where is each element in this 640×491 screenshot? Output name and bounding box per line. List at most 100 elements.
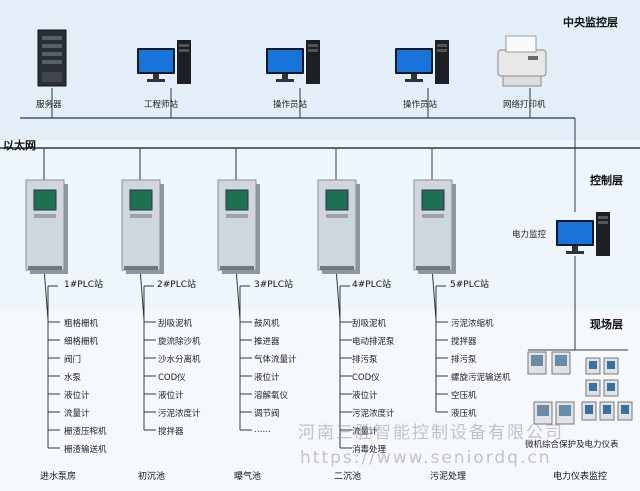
plc4-item: 刮吸泥机: [352, 319, 387, 329]
plc2-item: 旋流除沙机: [158, 337, 201, 347]
plc4-item: 污泥浓度计: [352, 409, 395, 419]
monitor-stand: [153, 74, 159, 79]
meter-display: [589, 361, 597, 369]
ethernet-label: 以太网: [3, 139, 36, 152]
plc2-item: COD仪: [158, 373, 186, 383]
plc4-item: 排污泵: [352, 355, 378, 365]
plc-station-3-label: 3#PLC站: [254, 280, 293, 290]
plc2-item: 污泥浓度计: [158, 409, 201, 419]
plc3-item: 推进器: [254, 337, 280, 347]
field-layer-band: [0, 310, 640, 491]
tower-bay: [308, 49, 318, 52]
meter-display: [589, 383, 597, 391]
cabinet-base: [320, 266, 354, 270]
monitor-screen: [558, 222, 592, 244]
operator-station-1-label: 操作员站: [273, 100, 308, 110]
monitor-base: [405, 79, 423, 82]
server-label: 服务器: [36, 100, 62, 110]
cabinet-panel: [226, 214, 248, 218]
plc2-item: 沙水分离机: [158, 355, 201, 365]
plc1-item: 流量计: [64, 409, 90, 419]
connector-line: [43, 267, 49, 321]
plc-station-1-label: 1#PLC站: [64, 280, 103, 290]
area-label-secondary-clarifier: 二沉池: [334, 472, 362, 482]
watermark-url: https://www.seniordq.cn: [300, 448, 552, 468]
meter-display: [607, 361, 615, 369]
meter-display: [607, 383, 615, 391]
meters-caption: 微机综合保护及电力仪表: [525, 440, 619, 450]
cabinet-panel: [326, 214, 348, 218]
plc4-item: 流量计: [352, 427, 378, 437]
connection-lines: [0, 88, 640, 449]
plc4-item: 消毒处理: [352, 445, 387, 455]
printer-icon: [497, 49, 547, 77]
power-monitor-label: 电力监控: [512, 230, 547, 240]
cabinet-screen: [325, 189, 349, 211]
connector-line: [335, 267, 341, 321]
cabinet-base: [124, 266, 158, 270]
printer-paper: [505, 35, 537, 53]
layer-title-central: 中央监控层: [563, 16, 618, 29]
plc2-item: 液位计: [158, 391, 184, 401]
plc5-item: 空压机: [451, 391, 477, 401]
tower-bay: [437, 44, 447, 47]
operator-station-2-label: 操作员站: [403, 100, 438, 110]
plc1-item: 栅渣输送机: [64, 445, 107, 455]
plc-station-5-label: 5#PLC站: [450, 280, 489, 290]
tower-bay: [179, 49, 189, 52]
area-label-sludge-treatment: 污泥处理: [430, 472, 467, 482]
plc5-item: 排污泵: [451, 355, 477, 365]
cabinet-panel: [34, 214, 56, 218]
tower-bay: [308, 44, 318, 47]
plc1-item: 液位计: [64, 391, 90, 401]
plc2-item: 刮吸泥机: [158, 319, 193, 329]
area-label-aeration-tank: 曝气池: [234, 472, 262, 482]
plc1-item: 阀门: [64, 355, 82, 365]
meter-display: [603, 405, 611, 414]
printer-panel: [528, 56, 538, 60]
device-icons: [25, 29, 633, 425]
plc5-item: 螺旋污泥输送机: [451, 373, 511, 383]
cabinet-screen: [421, 189, 445, 211]
cabinet-base: [28, 266, 62, 270]
plc3-item: ……: [254, 425, 271, 435]
cabinet-base: [220, 266, 254, 270]
plc3-item: 气体流量计: [254, 355, 297, 365]
layer-title-field: 现场层: [590, 318, 623, 331]
monitor-stand: [572, 246, 578, 251]
cabinet-base: [416, 266, 450, 270]
connector-line: [235, 267, 241, 321]
plc5-item: 搅拌器: [451, 337, 477, 347]
area-label-primary-clarifier: 初沉池: [138, 472, 166, 482]
meter-display: [531, 355, 543, 366]
printer-tray: [502, 75, 542, 87]
meter-display: [585, 405, 593, 414]
monitor-base: [566, 251, 584, 254]
plc5-item: 液压机: [451, 409, 477, 419]
network-printer-label: 网络打印机: [503, 100, 546, 110]
plc3-item: 液位计: [254, 373, 280, 383]
plc1-item: 栅渣压榨机: [64, 427, 107, 437]
cabinet-panel: [130, 214, 152, 218]
server-bay: [42, 52, 62, 56]
plc1-item: 细格栅机: [64, 337, 99, 347]
cabinet-screen: [129, 189, 153, 211]
monitor-screen: [268, 50, 302, 72]
meter-display: [555, 355, 567, 366]
server-bay: [42, 36, 62, 40]
connector-line: [431, 267, 437, 321]
monitor-base: [147, 79, 165, 82]
area-label-power-meter-monitor: 电力仪表监控: [553, 472, 608, 482]
monitor-stand: [411, 74, 417, 79]
plc3-item: 调节阀: [254, 409, 280, 419]
plc5-item: 污泥浓缩机: [451, 319, 494, 329]
plc3-item: 溶解氧仪: [254, 391, 289, 401]
connector-line: [139, 267, 145, 321]
plc4-item: COD仪: [352, 373, 380, 383]
plc4-item: 液位计: [352, 391, 378, 401]
server-base: [42, 72, 62, 82]
meter-display: [621, 405, 629, 414]
monitor-base: [276, 79, 294, 82]
